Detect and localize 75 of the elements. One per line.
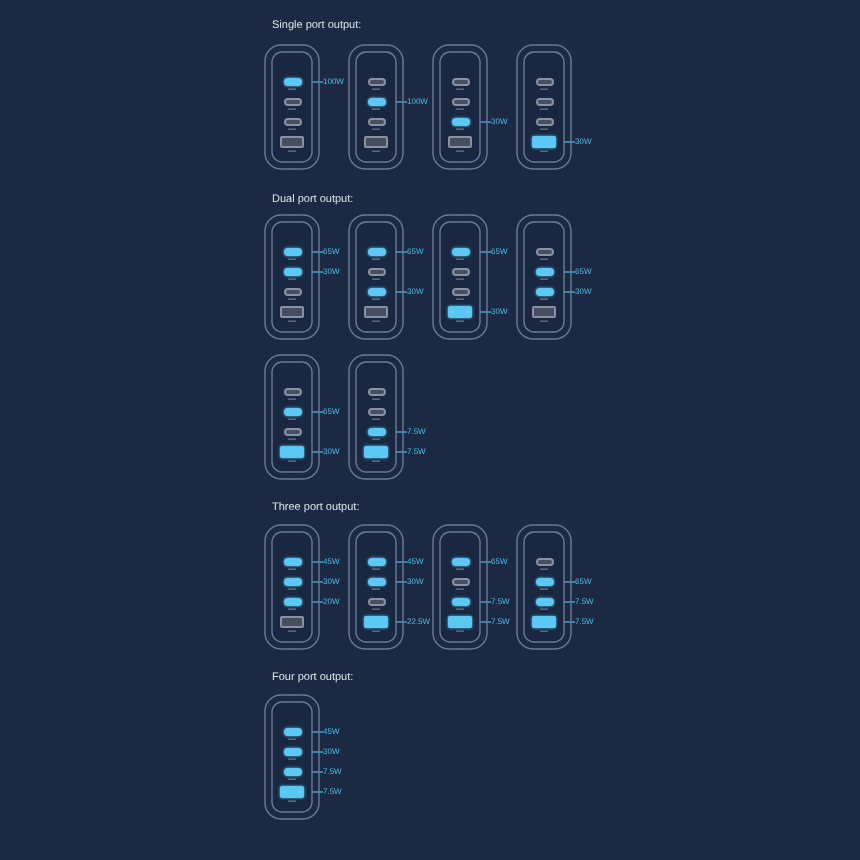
usb-c-port [283,748,301,756]
charger-outline [264,214,320,340]
charger-outline [516,524,572,650]
charger-outline [432,214,488,340]
usb-c-port [451,78,469,86]
usb-a-port [448,616,472,628]
usb-c-port [283,388,301,396]
usb-c-port [367,288,385,296]
usb-c-port [535,78,553,86]
usb-c-port [283,248,301,256]
usb-c-port [367,428,385,436]
usb-a-port [364,616,388,628]
charger-outline [264,44,320,170]
charger-outline [348,524,404,650]
usb-c-port [367,268,385,276]
usb-a-port [280,306,304,318]
charger-outline [348,44,404,170]
charger-outline [264,524,320,650]
usb-c-port [535,288,553,296]
usb-c-port [451,118,469,126]
charger-outline [432,524,488,650]
charger-outline [516,44,572,170]
usb-a-port [532,306,556,318]
usb-c-port [535,598,553,606]
charger-outline [432,44,488,170]
usb-c-port [535,558,553,566]
usb-c-port [283,578,301,586]
usb-a-port [448,306,472,318]
usb-a-port [364,136,388,148]
usb-c-port [283,118,301,126]
usb-c-port [283,598,301,606]
usb-c-port [451,598,469,606]
usb-c-port [367,578,385,586]
usb-c-port [451,268,469,276]
usb-c-port [451,288,469,296]
usb-c-port [283,288,301,296]
usb-c-port [451,578,469,586]
usb-c-port [367,598,385,606]
usb-a-port [532,136,556,148]
usb-c-port [535,268,553,276]
usb-c-port [451,558,469,566]
usb-c-port [283,78,301,86]
usb-a-port [280,616,304,628]
usb-c-port [283,558,301,566]
charger-outline [264,354,320,480]
charger-outline [516,214,572,340]
usb-a-port [280,136,304,148]
usb-c-port [283,768,301,776]
usb-c-port [535,118,553,126]
usb-c-port [367,98,385,106]
usb-c-port [283,428,301,436]
usb-c-port [367,558,385,566]
charger-outline [348,354,404,480]
charger-outline [348,214,404,340]
usb-c-port [535,98,553,106]
usb-c-port [367,408,385,416]
usb-c-port [283,728,301,736]
usb-c-port [451,248,469,256]
usb-a-port [532,616,556,628]
usb-a-port [364,446,388,458]
usb-c-port [367,78,385,86]
usb-a-port [364,306,388,318]
usb-a-port [280,786,304,798]
usb-c-port [535,248,553,256]
usb-c-port [367,388,385,396]
charger-outline [264,694,320,820]
usb-c-port [367,248,385,256]
usb-a-port [280,446,304,458]
usb-c-port [367,118,385,126]
usb-c-port [283,408,301,416]
usb-a-port [448,136,472,148]
usb-c-port [283,268,301,276]
usb-c-port [451,98,469,106]
usb-c-port [283,98,301,106]
usb-c-port [535,578,553,586]
